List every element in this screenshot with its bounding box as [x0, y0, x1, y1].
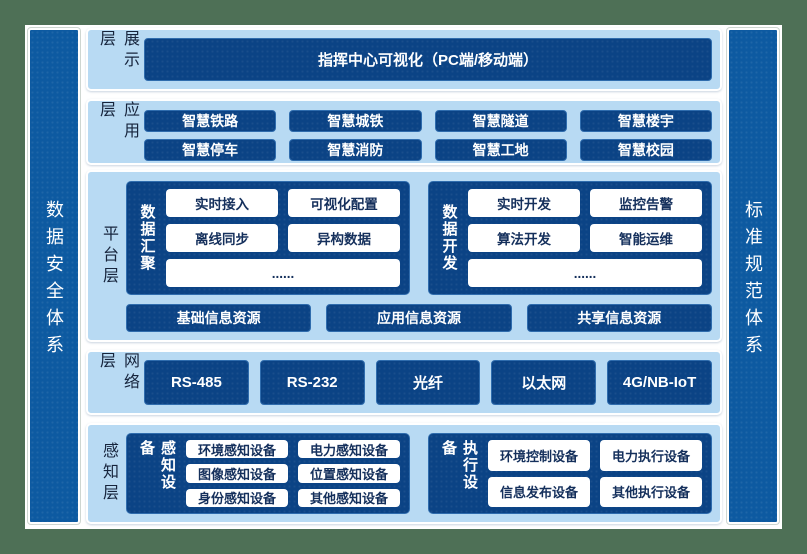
- layer-network-label: 网络层: [97, 352, 138, 394]
- app-box-smart-metro: 智慧城铁: [289, 110, 422, 132]
- execution-box-power-execution: 电力执行设备: [600, 440, 702, 471]
- perception-box-other-sensing: 其他感知设备: [298, 488, 400, 507]
- network-box-rs232: RS-232: [259, 360, 365, 405]
- group-data-aggregation: 数据汇聚 实时接入 可视化配置 离线同步 异构数据 ......: [126, 181, 410, 295]
- group-perception-devices-label: 感知设备: [138, 440, 176, 491]
- resource-box-basic-info: 基础信息资源: [126, 304, 312, 332]
- platform-box-realtime-access: 实时接入: [166, 189, 278, 217]
- app-box-smart-campus: 智慧校园: [579, 139, 712, 161]
- app-box-smart-firefighting: 智慧消防: [289, 139, 422, 161]
- pillar-data-security-label: 数据安全体系: [44, 199, 64, 362]
- layer-platform-label: 平台层: [100, 224, 117, 288]
- layer-display-label: 展示层: [97, 30, 138, 72]
- layer-display: 展示层 指挥中心可视化（PC端/移动端）: [86, 28, 722, 91]
- layer-platform: 平台层 数据汇聚 实时接入 可视化配置 离线同步 异构数据 ......: [86, 170, 722, 342]
- app-box-smart-site: 智慧工地: [434, 139, 567, 161]
- app-box-smart-parking: 智慧停车: [144, 139, 277, 161]
- application-row-2: 智慧停车 智慧消防 智慧工地 智慧校园: [144, 139, 712, 161]
- network-box-fiber: 光纤: [375, 360, 481, 405]
- layer-perception-label: 感知层: [100, 442, 117, 505]
- layer-perception: 感知层 感知设备 环境感知设备 电力感知设备 图像感知设备 位置感知设备 身份感…: [86, 423, 722, 524]
- app-box-smart-railway: 智慧铁路: [144, 110, 277, 132]
- platform-box-intelligent-ops: 智能运维: [590, 224, 702, 252]
- group-perception-devices: 感知设备 环境感知设备 电力感知设备 图像感知设备 位置感知设备 身份感知设备 …: [126, 433, 410, 514]
- platform-box-heterogeneous-data: 异构数据: [288, 224, 400, 252]
- platform-box-monitor-alert: 监控告警: [590, 189, 702, 217]
- execution-box-other-execution: 其他执行设备: [600, 476, 702, 507]
- pillar-standards-label: 标准规范体系: [743, 199, 763, 362]
- command-center-box: 指挥中心可视化（PC端/移动端）: [144, 38, 712, 81]
- perception-box-environment-sensing: 环境感知设备: [186, 440, 288, 459]
- perception-box-identity-sensing: 身份感知设备: [186, 488, 288, 507]
- layer-application: 应用层 智慧铁路 智慧城铁 智慧隧道 智慧楼宇 智慧停车 智慧消防 智慧工地 智…: [86, 99, 722, 165]
- platform-box-aggregation-more: ......: [166, 259, 400, 287]
- resource-box-application-info: 应用信息资源: [326, 304, 512, 332]
- resource-box-shared-info: 共享信息资源: [526, 304, 712, 332]
- execution-box-info-publishing: 信息发布设备: [488, 476, 590, 507]
- app-box-smart-building: 智慧楼宇: [579, 110, 712, 132]
- layer-network: 网络层 RS-485 RS-232 光纤 以太网 4G/NB-IoT: [86, 350, 722, 415]
- app-box-smart-tunnel: 智慧隧道: [434, 110, 567, 132]
- application-row-1: 智慧铁路 智慧城铁 智慧隧道 智慧楼宇: [144, 110, 712, 132]
- platform-box-realtime-dev: 实时开发: [468, 189, 580, 217]
- group-execution-devices-label: 执行设备: [440, 440, 478, 491]
- pillar-standards: 标准规范体系: [727, 28, 779, 524]
- perception-box-location-sensing: 位置感知设备: [298, 464, 400, 483]
- network-box-ethernet: 以太网: [491, 360, 597, 405]
- platform-box-offline-sync: 离线同步: [166, 224, 278, 252]
- group-data-aggregation-label: 数据汇聚: [138, 204, 156, 272]
- network-box-4g-nbiot: 4G/NB-IoT: [607, 360, 712, 405]
- platform-box-development-more: ......: [468, 259, 702, 287]
- platform-resources-row: 基础信息资源 应用信息资源 共享信息资源: [126, 304, 712, 332]
- perception-box-power-sensing: 电力感知设备: [298, 440, 400, 459]
- execution-box-environment-control: 环境控制设备: [488, 440, 590, 471]
- group-data-development-label: 数据开发: [440, 204, 458, 272]
- layer-application-label: 应用层: [97, 101, 138, 143]
- group-data-development: 数据开发 实时开发 监控告警 算法开发 智能运维 ......: [428, 181, 712, 295]
- perception-box-image-sensing: 图像感知设备: [186, 464, 288, 483]
- platform-box-visual-config: 可视化配置: [288, 189, 400, 217]
- network-box-rs485: RS-485: [144, 360, 249, 405]
- pillar-data-security: 数据安全体系: [28, 28, 80, 524]
- group-execution-devices: 执行设备 环境控制设备 电力执行设备 信息发布设备 其他执行设备: [428, 433, 712, 514]
- platform-box-algorithm-dev: 算法开发: [468, 224, 580, 252]
